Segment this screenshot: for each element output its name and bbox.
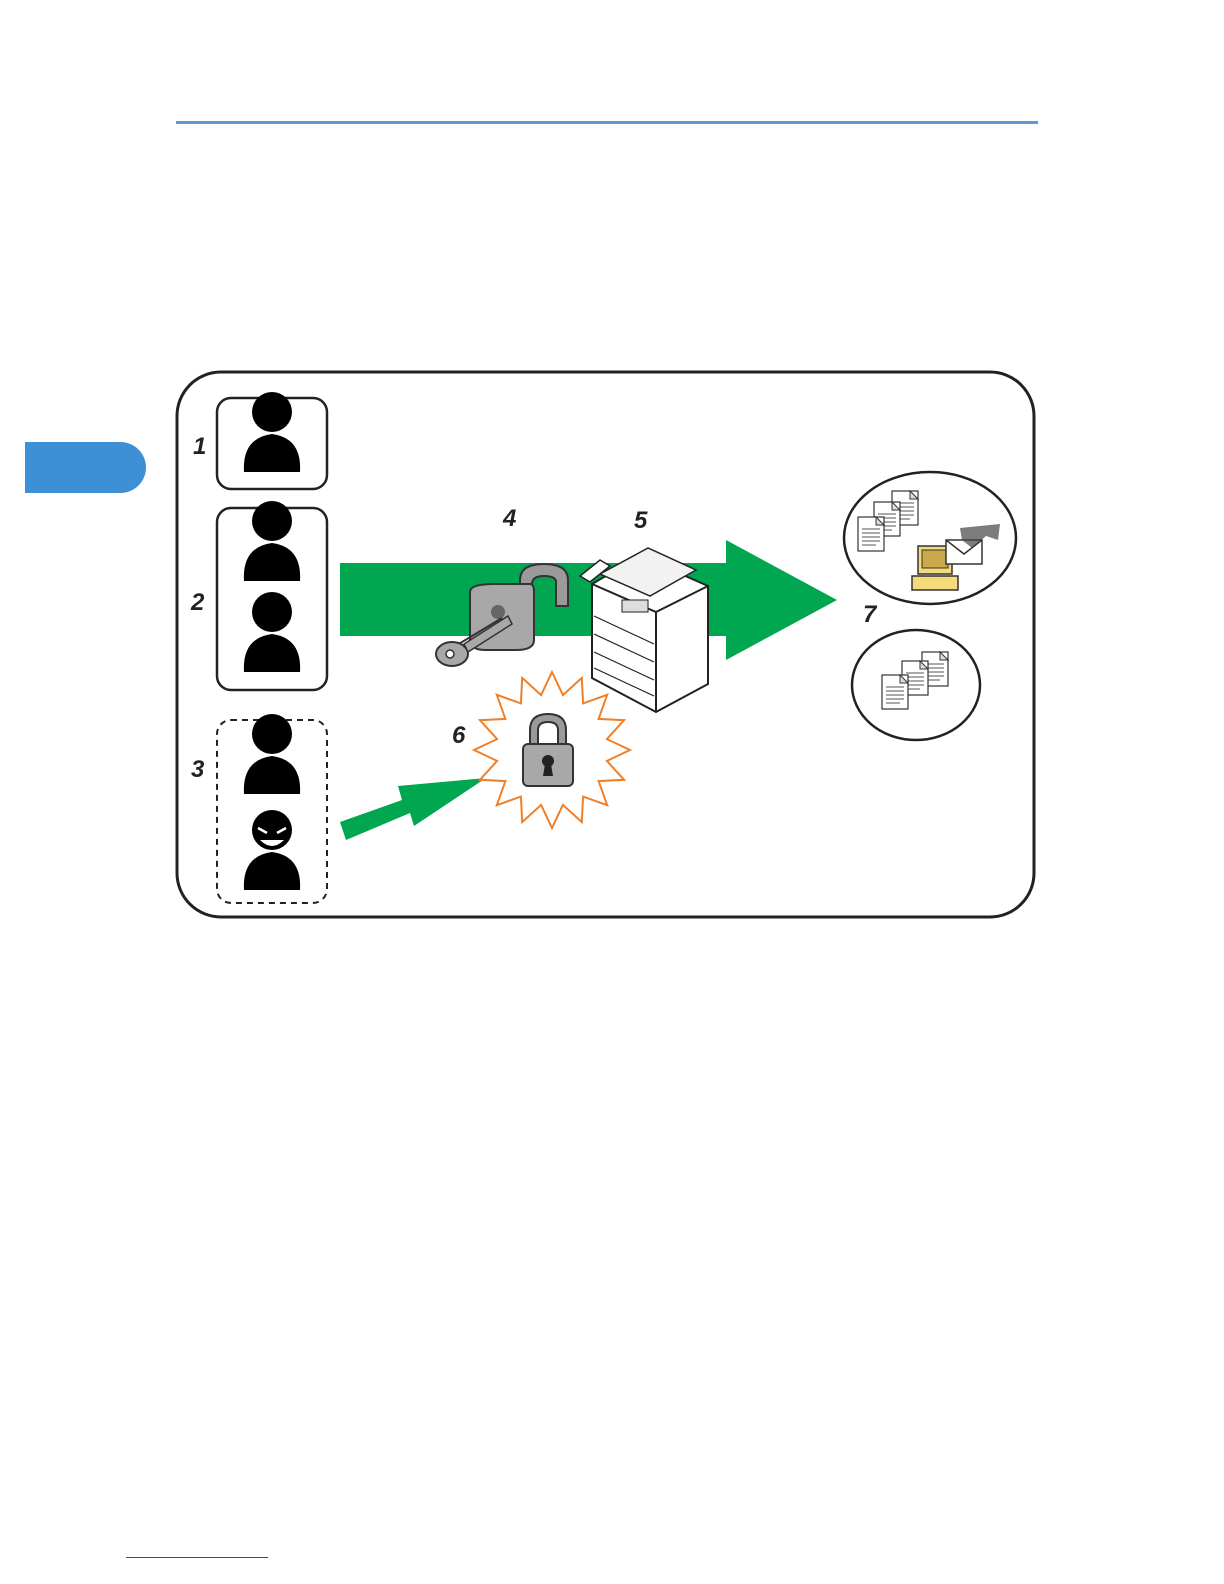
label-7: 7: [863, 601, 878, 628]
label-6: 6: [452, 722, 466, 749]
label-5: 5: [634, 507, 648, 534]
label-2: 2: [190, 589, 205, 616]
label-1: 1: [193, 433, 206, 460]
label-4: 4: [502, 505, 516, 532]
label-3: 3: [191, 756, 205, 783]
